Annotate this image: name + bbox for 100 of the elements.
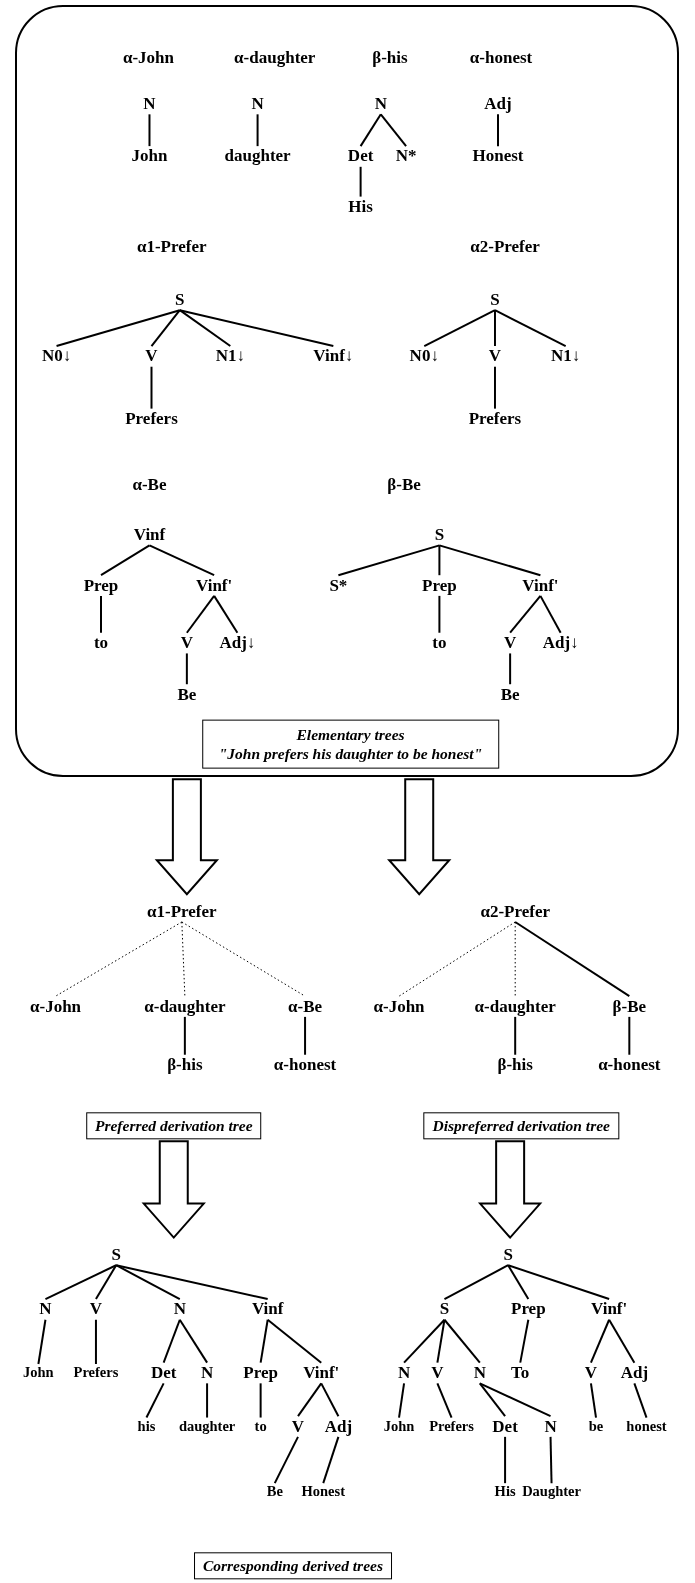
node-label: Vinf: [133, 525, 166, 545]
tree-title: α-Be: [132, 475, 167, 494]
tree-branch: [443, 1318, 481, 1364]
tree-branch: [589, 1318, 611, 1364]
node-label: V: [431, 1363, 444, 1383]
tree-branch: [183, 1015, 186, 1056]
node-label: S: [175, 290, 185, 310]
node-label: his: [137, 1418, 156, 1435]
node-label: N1↓: [215, 347, 245, 366]
tree-branch: [55, 309, 181, 348]
block-arrow: [477, 1140, 543, 1240]
node-label: V: [291, 1417, 305, 1436]
tree-branch: [514, 920, 631, 998]
tree-branch: [115, 1264, 181, 1301]
node-label: N*: [395, 147, 417, 166]
node-label: α-John: [30, 997, 82, 1016]
tree-branch: [443, 1264, 510, 1301]
node-label: Daughter: [522, 1484, 581, 1501]
tree-branch: [213, 594, 239, 634]
tree-branch: [493, 309, 496, 348]
node-label: N0↓: [409, 347, 439, 366]
node-label: Prep: [83, 576, 119, 595]
tree-branch: [206, 1382, 209, 1419]
block-arrow: [154, 778, 220, 896]
node-label: Adj↓: [219, 633, 256, 653]
tree-branch: [100, 544, 151, 577]
node-label: V: [504, 633, 517, 653]
dotted-branch: [55, 921, 183, 997]
tree-branch: [178, 309, 335, 348]
tree-branch: [403, 1318, 446, 1364]
node-label: Prep: [422, 576, 457, 595]
node-label: α-John: [373, 997, 425, 1016]
tree-branch: [436, 1382, 453, 1419]
node-label: be: [588, 1418, 604, 1435]
tree-branch: [478, 1382, 507, 1418]
tree-branch: [304, 1015, 307, 1056]
dotted-branch: [181, 921, 306, 997]
node-label: Vinf': [196, 576, 233, 595]
tree-branch: [115, 1264, 269, 1301]
tree-title: β-Be: [387, 475, 421, 494]
node-label: N: [374, 94, 387, 114]
node-label: Det: [492, 1417, 518, 1436]
node-label: Honest: [472, 147, 524, 166]
tree-branch: [504, 1435, 507, 1485]
tree-branch: [589, 1382, 597, 1419]
node-label: Honest: [301, 1484, 345, 1501]
node-label: V: [89, 1300, 103, 1319]
tree-branch: [148, 544, 216, 577]
caption-text: Corresponding derived trees: [202, 1556, 383, 1576]
node-label: α-Be: [288, 997, 323, 1016]
node-label: John: [383, 1418, 415, 1435]
node-label: John: [131, 147, 168, 166]
tree-branch: [185, 594, 216, 634]
node-label: Prefers: [429, 1418, 474, 1435]
tree-branch: [94, 1264, 118, 1301]
node-label: N: [397, 1363, 411, 1383]
node-label: Vinf': [303, 1363, 340, 1383]
tree-title: α1-Prefer: [136, 238, 207, 257]
rounded-frame: [15, 5, 679, 778]
tree-branch: [493, 365, 496, 410]
tree-branch: [297, 1382, 323, 1418]
node-label: Vinf: [251, 1300, 284, 1319]
node-label: His: [348, 197, 373, 217]
tree-branch: [337, 544, 441, 577]
tree-branch: [398, 1382, 406, 1419]
tree-branch: [549, 1435, 553, 1485]
tree-branch: [273, 1435, 299, 1485]
tree-title: α-John: [122, 48, 174, 67]
node-label: α-daughter: [144, 997, 226, 1016]
tree-branch: [359, 165, 362, 198]
node-label: Adj: [324, 1417, 353, 1436]
node-label: Adj↓: [542, 633, 579, 653]
node-label: Adj: [484, 94, 512, 114]
node-label: β-his: [167, 1055, 203, 1075]
node-label: β-his: [497, 1055, 533, 1075]
caption-box: [423, 1111, 619, 1140]
tree-branch: [150, 365, 153, 410]
node-label: to: [93, 633, 109, 653]
tree-branch: [436, 1318, 446, 1364]
tree-branch: [266, 1318, 323, 1364]
tree-branch: [94, 1318, 97, 1366]
tree-branch: [633, 1382, 648, 1419]
node-label: Vinf': [591, 1300, 628, 1319]
node-label: V: [488, 347, 502, 366]
tree-title: α2-Prefer: [470, 238, 540, 257]
tree-branch: [259, 1318, 269, 1364]
tree-title: α-honest: [469, 48, 533, 67]
tree-branch: [608, 1318, 636, 1364]
node-label: daughter: [224, 147, 291, 166]
tree-branch: [497, 113, 499, 148]
tree-branch: [507, 1264, 530, 1301]
node-label: Prefers: [125, 409, 178, 429]
block-arrow: [141, 1140, 206, 1240]
node-label: N1↓: [551, 347, 581, 366]
node-label: S: [439, 1300, 450, 1319]
node-label: Prep: [243, 1363, 278, 1383]
node-label: honest: [626, 1418, 667, 1435]
tree-branch: [259, 1382, 262, 1419]
tree-branch: [256, 113, 259, 148]
caption-box: [201, 719, 500, 769]
